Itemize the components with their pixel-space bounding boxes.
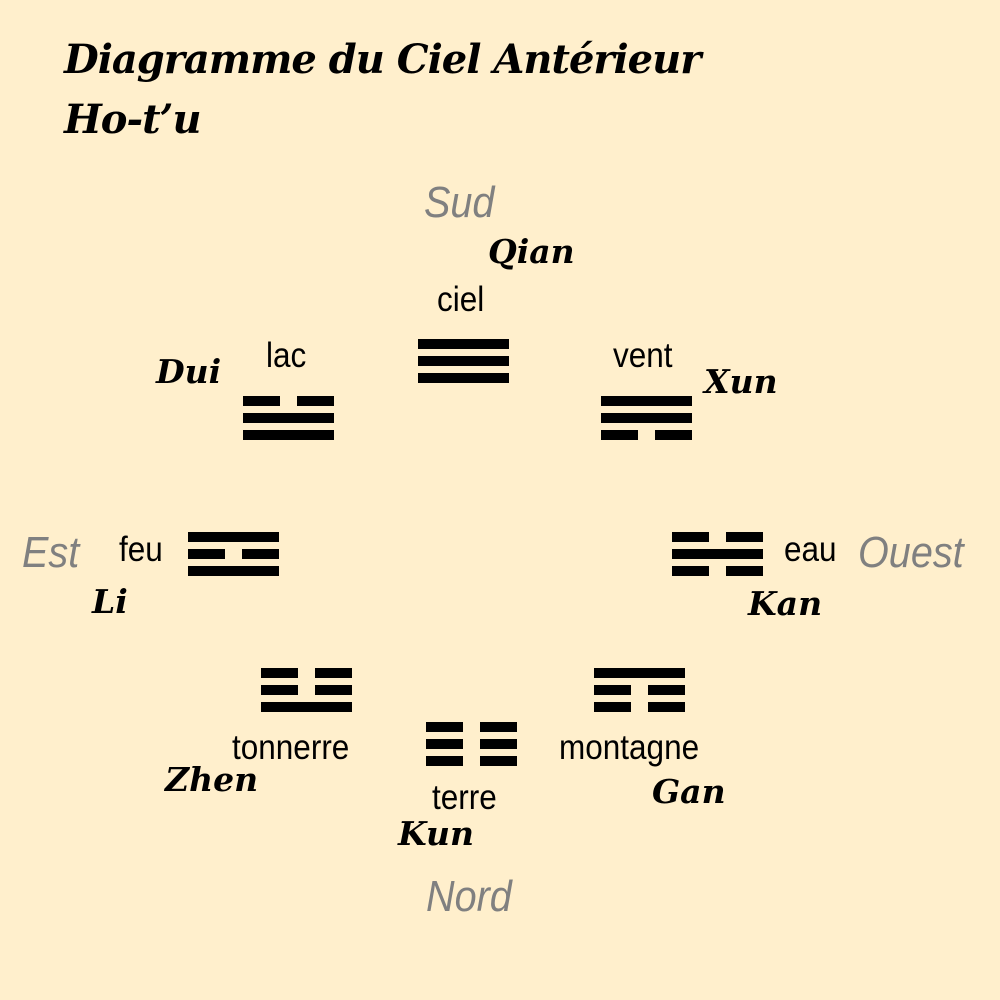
broken-line	[672, 532, 763, 542]
line-segment	[242, 549, 279, 559]
line-segment	[426, 722, 463, 732]
name-gen: Gan	[652, 772, 726, 811]
solid-line	[418, 373, 509, 383]
direction-south: Sud	[424, 178, 495, 227]
broken-line	[261, 668, 352, 678]
line-segment	[672, 566, 709, 576]
line-segment	[601, 413, 692, 423]
broken-line	[426, 739, 517, 749]
line-segment	[480, 722, 517, 732]
line-segment	[315, 668, 352, 678]
meaning-tonnerre: tonnerre	[232, 728, 350, 767]
broken-line	[594, 685, 685, 695]
line-segment	[672, 532, 709, 542]
broken-line	[672, 566, 763, 576]
line-segment	[601, 396, 692, 406]
title-line-1: Diagramme du Ciel Antérieur	[64, 36, 701, 83]
broken-line	[426, 722, 517, 732]
broken-line	[188, 549, 279, 559]
meaning-vent: vent	[613, 336, 673, 375]
trigram-li	[188, 532, 279, 576]
line-segment	[243, 396, 280, 406]
broken-line	[426, 756, 517, 766]
name-xun: Xun	[704, 362, 778, 401]
broken-line	[601, 430, 692, 440]
trigram-gen	[594, 668, 685, 712]
name-kun: Kun	[398, 814, 474, 853]
trigram-qian	[418, 339, 509, 383]
line-segment	[188, 549, 225, 559]
line-segment	[672, 549, 763, 559]
line-segment	[726, 566, 763, 576]
line-segment	[648, 702, 685, 712]
solid-line	[243, 413, 334, 423]
name-li: Li	[92, 582, 128, 621]
trigram-kan	[672, 532, 763, 576]
solid-line	[418, 339, 509, 349]
line-segment	[261, 685, 298, 695]
solid-line	[243, 430, 334, 440]
meaning-montagne: montagne	[559, 728, 700, 767]
solid-line	[261, 702, 352, 712]
line-segment	[418, 356, 509, 366]
line-segment	[480, 756, 517, 766]
direction-west: Ouest	[858, 528, 964, 577]
meaning-eau: eau	[784, 530, 837, 569]
broken-line	[261, 685, 352, 695]
solid-line	[188, 566, 279, 576]
solid-line	[672, 549, 763, 559]
line-segment	[426, 756, 463, 766]
title-line-2: Ho-t’u	[64, 96, 202, 143]
meaning-terre: terre	[432, 778, 497, 817]
line-segment	[418, 373, 509, 383]
line-segment	[315, 685, 352, 695]
line-segment	[243, 413, 334, 423]
direction-east: Est	[22, 528, 80, 577]
trigram-kun	[426, 722, 517, 766]
trigram-zhen	[261, 668, 352, 712]
line-segment	[188, 566, 279, 576]
line-segment	[726, 532, 763, 542]
solid-line	[594, 668, 685, 678]
trigram-dui	[243, 396, 334, 440]
line-segment	[243, 430, 334, 440]
trigram-xun	[601, 396, 692, 440]
line-segment	[426, 739, 463, 749]
line-segment	[261, 702, 352, 712]
name-kan: Kan	[748, 584, 823, 623]
line-segment	[261, 668, 298, 678]
meaning-ciel: ciel	[437, 280, 485, 319]
line-segment	[594, 685, 631, 695]
line-segment	[655, 430, 692, 440]
line-segment	[594, 702, 631, 712]
line-segment	[297, 396, 334, 406]
name-qian: Qian	[488, 232, 575, 271]
broken-line	[243, 396, 334, 406]
line-segment	[188, 532, 279, 542]
broken-line	[594, 702, 685, 712]
solid-line	[418, 356, 509, 366]
line-segment	[648, 685, 685, 695]
line-segment	[480, 739, 517, 749]
solid-line	[601, 413, 692, 423]
name-dui: Dui	[156, 352, 222, 391]
name-zhen: Zhen	[165, 760, 259, 799]
meaning-lac: lac	[266, 336, 307, 375]
line-segment	[601, 430, 638, 440]
line-segment	[594, 668, 685, 678]
meaning-feu: feu	[119, 530, 163, 569]
solid-line	[188, 532, 279, 542]
direction-north: Nord	[426, 872, 512, 921]
line-segment	[418, 339, 509, 349]
solid-line	[601, 396, 692, 406]
